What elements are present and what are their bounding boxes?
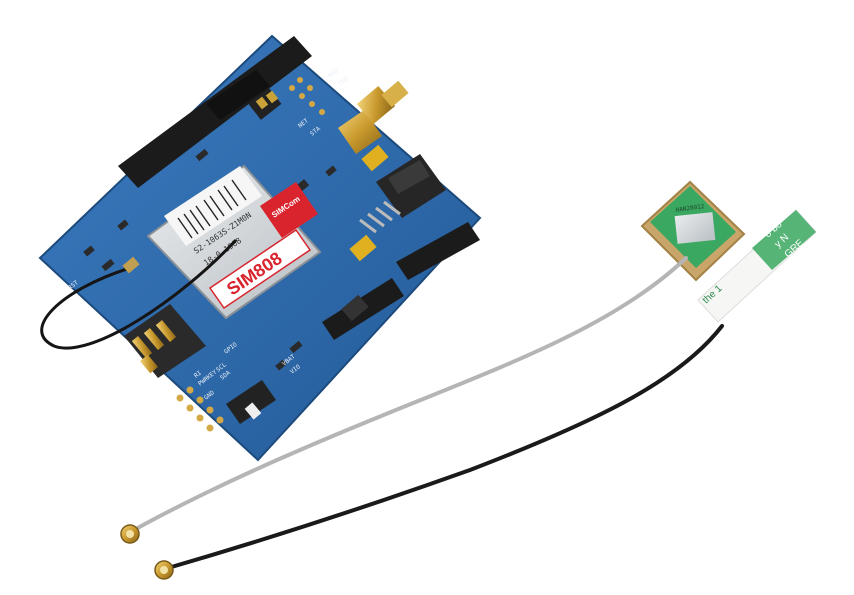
gsm-flex-antenna: o bo y N GRE the 1	[697, 209, 817, 323]
sma-connector	[338, 80, 409, 154]
pin-header-top	[118, 36, 312, 188]
gold-pads	[176, 77, 325, 432]
board-jumper-wire	[40, 238, 238, 350]
svg-text:RXD: RXD	[327, 67, 340, 79]
gsm-shield-board: S2-1063S-Z1M0N 18-0-1908 SIMCom SIM808 G…	[38, 34, 482, 462]
sim-card-holder	[124, 304, 206, 378]
voltage-regulator	[359, 154, 446, 234]
ufl-connector-grey	[120, 524, 140, 544]
svg-text:RI: RI	[193, 369, 203, 379]
svg-text:TXD: TXD	[337, 75, 350, 87]
black-antenna-cable	[166, 324, 724, 570]
slide-switch	[226, 380, 276, 424]
ufl-connector-black	[154, 560, 174, 580]
gps-patch-antenna: HAN28012	[640, 180, 746, 282]
patch-antenna-label: HAN28012	[675, 203, 705, 214]
tantalum-capacitors	[349, 144, 389, 262]
jumper-block	[248, 88, 282, 120]
barcode	[177, 179, 247, 239]
grey-antenna-cable	[132, 256, 688, 532]
